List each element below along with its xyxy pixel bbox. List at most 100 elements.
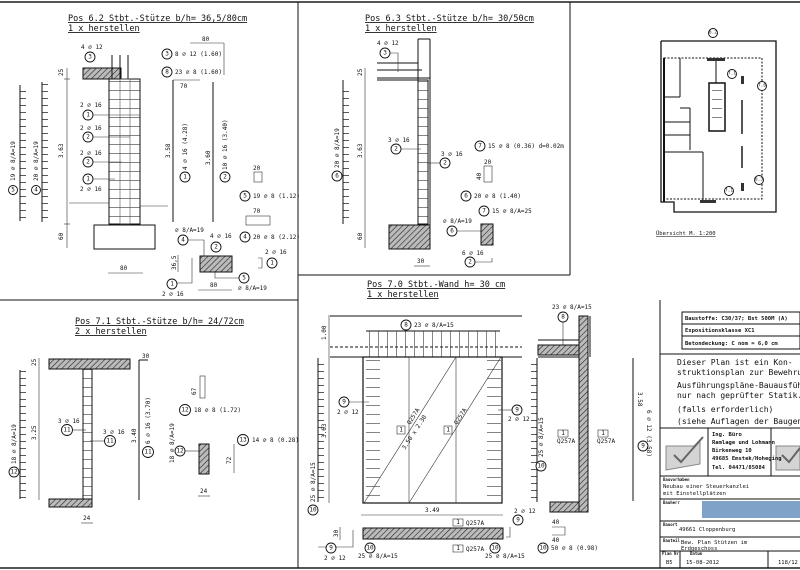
site-value: 49661 Cloppenburg <box>679 527 735 533</box>
marker: 4 <box>181 237 185 244</box>
engineer-line: 49685 Emstek/Hoheging <box>712 456 782 462</box>
dimension: 20 <box>253 165 261 172</box>
label: 18 ⌀ 8/A=19 <box>169 423 176 463</box>
marker: 4 <box>243 234 247 241</box>
label: 23 ⌀ 8/A=15 <box>414 322 454 329</box>
approval-stamp-icon <box>665 436 704 471</box>
dimension: 20 <box>484 159 492 166</box>
bar-callouts: 2 ⌀ 16 1 2 ⌀ 16 2 2 ⌀ 16 2 1 2 ⌀ 16 <box>80 102 140 193</box>
label: 2 ⌀ 12 <box>324 555 346 562</box>
label: 14 ⌀ 8 (0.28) <box>252 437 299 444</box>
detail-title: Pos 7.0 Stbt.-Wand h= 30 cm <box>367 280 505 290</box>
marker: 2 <box>394 146 398 153</box>
notice-line: Dieser Plan ist ein Kon- <box>677 358 793 367</box>
detail-subtitle: 1 x herstellen <box>367 290 439 300</box>
marker: 1 <box>270 260 274 267</box>
slab-section <box>82 67 122 80</box>
notice-line: nur nach geprüfter Statik. <box>677 391 800 400</box>
dimension: 40 <box>552 537 560 544</box>
dimension: 24 <box>200 488 208 495</box>
marker: 7 <box>478 143 482 150</box>
dimension: 3.58 <box>165 143 172 158</box>
field-label: Plan Nr <box>662 551 679 556</box>
label: 6 ⌀ 16 (3.70) <box>145 397 152 444</box>
notice-line: (falls erforderlich) <box>677 405 773 414</box>
marker: 1 <box>183 174 187 181</box>
label: 2 ⌀ 16 <box>265 249 287 256</box>
engineer-line: Ing. Büro <box>712 432 742 438</box>
marker: 5 <box>242 275 246 282</box>
detail-subtitle: 1 x herstellen <box>365 24 437 34</box>
dimension: 80 <box>210 282 218 289</box>
marker: 12 <box>181 407 189 414</box>
marker: 12 <box>176 448 184 455</box>
field-label: Bauteil <box>663 538 680 543</box>
marker: 11 <box>63 427 71 434</box>
label: 8 ⌀ 12 (1.60) <box>175 51 222 58</box>
label: 19 ⌀ 8/A=19 <box>10 141 17 181</box>
detail-title: Pos 6.2 Stbt.-Stütze b/h= 36,5/80cm <box>68 14 247 24</box>
project-reference: 118/12 <box>778 560 798 566</box>
plan-date: 15-08-2012 <box>686 560 719 566</box>
marker: 6 <box>464 193 468 200</box>
dimension: 70 <box>180 83 188 90</box>
detail-subtitle: 2 x herstellen <box>75 327 147 337</box>
dimension: 24 <box>83 515 91 522</box>
notice-line: struktionsplan zur Bewehrung <box>677 368 800 377</box>
label: Q257A <box>453 407 469 426</box>
dimension: 30 <box>333 529 340 537</box>
column-cross-section <box>198 443 210 475</box>
marker: 1 <box>456 519 460 526</box>
marker: 11 <box>106 438 114 445</box>
staircase <box>708 82 726 132</box>
label: 2 ⌀ 16 <box>80 125 102 132</box>
label: 3 ⌀ 16 <box>441 151 463 158</box>
foundation <box>93 224 156 250</box>
dimension: 3.40 <box>131 428 138 443</box>
marker: 2 <box>443 160 447 167</box>
label: 20 ⌀ 8/A=19 <box>33 141 40 181</box>
label: ⌀ 8/A=19 <box>175 227 204 234</box>
dimension: 80 <box>202 36 210 43</box>
field-label: Bauherr <box>663 500 680 505</box>
label: Q257A <box>597 438 615 445</box>
label: 2 ⌀ 16 <box>162 291 184 298</box>
dimension: 30 <box>417 258 425 265</box>
dimension: 3.25 <box>31 425 38 440</box>
part-line: Erdgeschoss <box>681 546 717 552</box>
label: 25 ⌀ 8/A=15 <box>358 553 398 560</box>
overview-plan: 6.2 7.1 7.0 6.3 7.1 Übersicht M. 1:200 <box>656 28 777 237</box>
dimension: 30 <box>142 353 150 360</box>
label: 25 ⌀ 8/A=15 <box>538 417 545 457</box>
position-tag: 7.0 <box>758 83 766 89</box>
detail-title: Pos 6.3 Stbt.-Stütze b/h= 30/50cm <box>365 14 534 24</box>
label: Q257A <box>466 520 484 527</box>
marker: 10 <box>537 463 545 470</box>
label: 3 ⌀ 16 <box>58 418 80 425</box>
marker: 9 <box>342 399 346 406</box>
dimension: 3.58 <box>636 392 643 407</box>
label: 4 ⌀ 12 <box>81 44 103 51</box>
project-line: mit Einstellplätzen <box>663 491 726 497</box>
project-line: Neubau einer Steuerkanzlei <box>663 484 749 490</box>
detail-subtitle: 1 x herstellen <box>68 24 140 34</box>
detail-pos-7-1: Pos 7.1 Stbt.-Stütze b/h= 24/72cm 2 x he… <box>8 317 299 524</box>
dimension: 3.63 <box>357 143 364 158</box>
marker: 2 <box>223 174 227 181</box>
position-tag: 6.3 <box>755 177 763 183</box>
marker: 6 <box>335 173 339 180</box>
column-cross-section <box>480 223 494 246</box>
dimension: 1.00 <box>321 325 328 340</box>
detail-pos-6-2: Pos 6.2 Stbt.-Stütze b/h= 36,5/80cm 1 x … <box>8 14 300 298</box>
notice-line: Ausführungspläne-Bauausführung <box>677 381 800 390</box>
label: 19 ⌀ 8 (1.12) <box>253 193 300 200</box>
label: 2 ⌀ 12 <box>514 508 536 515</box>
label: 2 ⌀ 12 <box>337 409 359 416</box>
dimension: 60 <box>58 232 65 240</box>
approval-stamp-icon <box>775 445 800 471</box>
marker: 2 <box>214 244 218 251</box>
client-redacted <box>702 501 800 518</box>
label: 2 ⌀ 16 <box>80 186 102 193</box>
label: 20 ⌀ 8 (2.12) <box>253 234 300 241</box>
